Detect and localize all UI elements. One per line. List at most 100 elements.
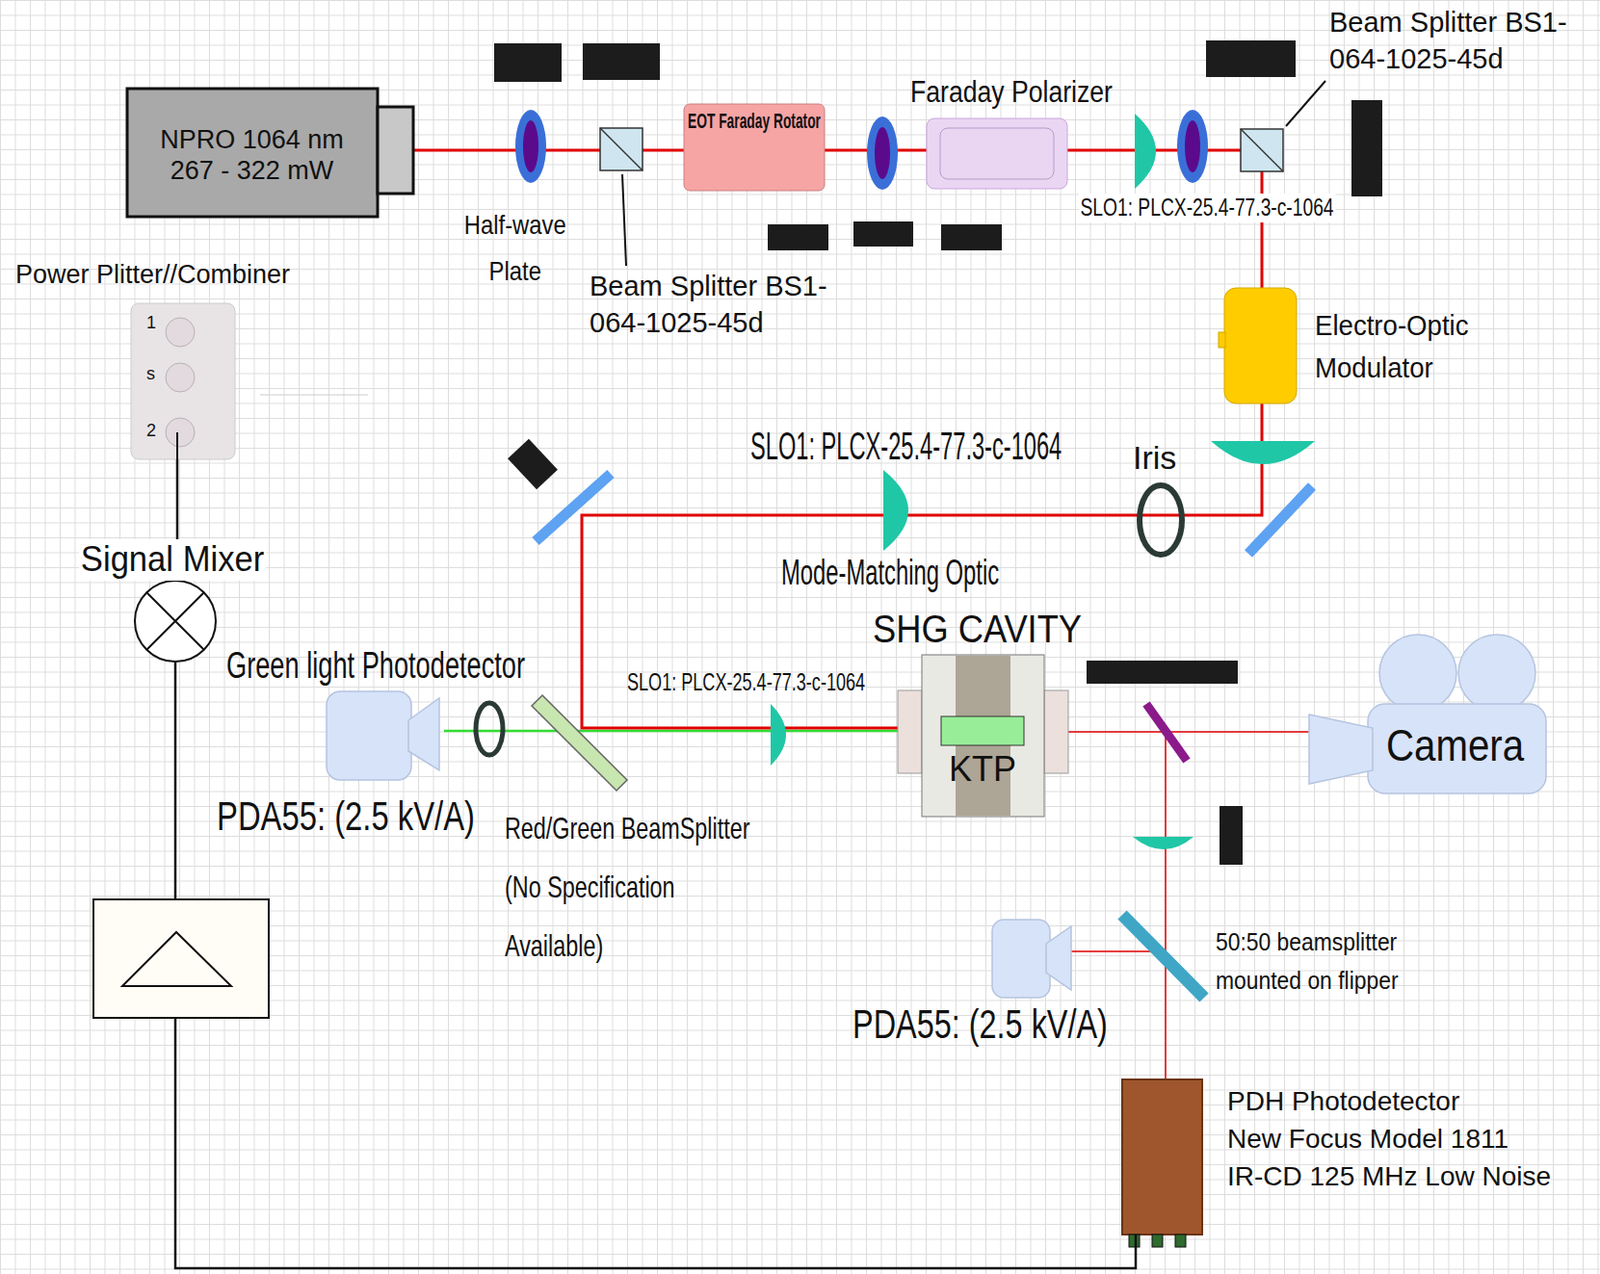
node-label: Electro-Optic Modulator (1314, 304, 1493, 390)
camera-lens (1309, 714, 1373, 785)
amplifier-symbol (122, 932, 232, 987)
laser-box: NPRO 1064 nm 267 - 322 mW (127, 88, 378, 217)
part-label: 50:50 beamsplitter mounted on flipper (1215, 922, 1449, 1000)
node-label: NPRO 1064 nm 267 - 322 mW (148, 124, 356, 186)
rotator-box: EOT Faraday Rotator (683, 104, 825, 191)
mixer-cross (146, 592, 205, 651)
mixer-symbol (134, 580, 216, 662)
port (165, 363, 195, 393)
node-detail: 2 (146, 420, 157, 442)
waveplate-core (874, 127, 891, 180)
beam-dumps (494, 40, 1383, 866)
modulator-tab (1218, 332, 1226, 348)
modulator-body (1224, 288, 1297, 404)
waveplate-core (1184, 120, 1201, 173)
detector-body (326, 691, 412, 781)
waveplate (515, 109, 547, 184)
beam-dump (582, 43, 660, 80)
waveplate-core (523, 120, 539, 173)
photodetector: Green light PhotodetectorPDA55: (2.5 kV/… (326, 691, 440, 781)
cube-diagonal (1240, 129, 1284, 172)
polarizer-box: Faraday Polarizer (926, 118, 1068, 189)
beam-dump (1086, 660, 1238, 684)
part-label: SLO1: PLCX-25.4-77.3-c-1064 (1078, 193, 1336, 223)
connector-pin (1128, 1234, 1140, 1248)
cavity-body (921, 655, 1045, 817)
mirror (1248, 486, 1312, 554)
leader-line (622, 174, 627, 266)
lens (1210, 441, 1315, 465)
node-label: EOT Faraday Rotator (687, 108, 821, 133)
beam-splitter-cube (600, 128, 643, 171)
dichroic-splitter (531, 695, 628, 791)
cavity-mirror (1044, 690, 1069, 774)
node-label: Faraday Polarizer (910, 75, 1113, 110)
part-label: SLO1: PLCX-25.4-77.3-c-1064 (627, 668, 866, 698)
node-label: Signal Mixer (78, 539, 266, 581)
crystal: KTP (941, 716, 1024, 794)
pdh-detector-body (1122, 1079, 1203, 1235)
port (165, 418, 195, 447)
amplifier-box (93, 899, 269, 1019)
lens (883, 470, 909, 551)
node-detail: s (146, 364, 156, 385)
crystal-bar (941, 716, 1024, 746)
lenses (770, 113, 1315, 850)
laser-head (377, 106, 414, 194)
green-beam (444, 730, 898, 734)
detector-cone (1046, 926, 1072, 991)
beam-dump (1351, 100, 1383, 197)
camera-symbol (1309, 634, 1547, 794)
part-label: SLO1: PLCX-25.4-77.3-c-1064 (750, 423, 1062, 469)
part-label: Beam Splitter BS1-064-1025-45d (1329, 3, 1595, 78)
rotator-body (683, 104, 825, 191)
cube-diagonal (600, 128, 643, 171)
pdh-photodetector: PDH PhotodetectorNew Focus Model 1811IR-… (1122, 1079, 1203, 1235)
lens (1134, 113, 1156, 189)
detector-symbols (326, 691, 1072, 998)
cavity-mirror (897, 690, 922, 774)
beam-dump (767, 224, 829, 251)
polarizer-inner (940, 128, 1054, 180)
detector-body (992, 919, 1050, 998)
node-detail: 1 (146, 313, 157, 334)
part-label: Mode-Matching Optic (781, 552, 999, 593)
splitter-body (131, 303, 236, 460)
camera: Camera (1309, 634, 1547, 794)
node-detail: PDA55: (2.5 kV/A) (216, 793, 475, 840)
node-label: KTP (948, 749, 1017, 789)
beam-dump (494, 43, 562, 82)
camera-body (1367, 704, 1547, 794)
photodetector: PDA55: (2.5 kV/A) (992, 919, 1072, 998)
node-detail: IR-CD 125 MHz Low Noise (1227, 1161, 1551, 1193)
camera-reel (1379, 634, 1457, 712)
mirror (535, 473, 611, 542)
node-label: SHG CAVITY (872, 606, 1082, 652)
beam-dump (1219, 806, 1243, 866)
node-label: Green light Photodetector (226, 645, 525, 688)
flip-beamsplitter (1122, 915, 1205, 998)
iris (475, 703, 503, 756)
part-label: Iris (1132, 439, 1177, 477)
wire (176, 432, 179, 460)
laser-body (127, 88, 378, 217)
node-label: PDH Photodetector (1227, 1086, 1460, 1118)
waveplates (515, 109, 1208, 190)
node-detail: New Focus Model 1811 (1227, 1124, 1509, 1155)
cavity-box: SHG CAVITYKTP (897, 655, 1069, 817)
detector-cone (408, 698, 440, 771)
beam-dump (853, 221, 914, 247)
modulator-box: Electro-Optic Modulator (1224, 288, 1297, 404)
camera-reel (1458, 634, 1536, 712)
signal-wire (175, 661, 1136, 1269)
waveplate (866, 116, 898, 190)
lens (1132, 837, 1194, 850)
waveplate (1177, 109, 1208, 184)
part-label: Red/Green BeamSplitter (No Specification… (504, 799, 761, 976)
connector-pin (1152, 1234, 1163, 1248)
beam-dump (941, 224, 1002, 251)
iris (1139, 485, 1182, 555)
node-label: Camera (1386, 720, 1524, 772)
